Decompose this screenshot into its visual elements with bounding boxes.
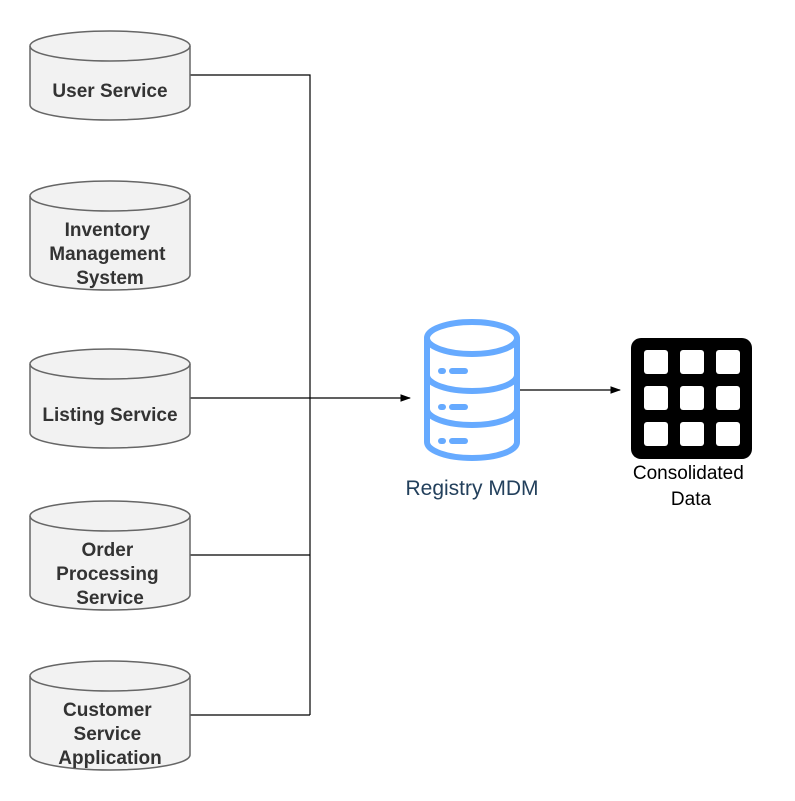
data-grid-icon [631,338,752,459]
cylinder-body [29,348,191,449]
source-database-listing-service[interactable]: Listing Service [29,348,191,449]
cylinder-rim [29,515,191,532]
cylinder-rim [29,45,191,62]
cylinder-body [29,180,191,291]
source-database-user-service[interactable]: User Service [29,30,191,121]
source-label: Listing Service [42,405,177,426]
consolidated-data-label: Consolidated Data [633,463,749,510]
cylinder-rim [29,195,191,212]
cylinder-body [29,660,191,771]
cylinder-body [29,30,191,121]
registry-mdm-label: Registry MDM [405,477,538,500]
source-label: Inventory Management System [49,220,170,289]
connector-user-service [190,74,311,715]
consolidated-data-node[interactable]: Consolidated Data [631,338,752,510]
source-label: User Service [52,81,167,102]
registry-mdm-node[interactable]: Registry MDM [405,319,539,500]
source-label: Customer Service Application [58,700,161,769]
connectors [190,74,622,716]
cylinder-body [29,500,191,611]
database-server-icon [424,319,520,461]
cylinder-rim [29,363,191,380]
source-database-order-processing[interactable]: Order Processing Service [29,500,191,611]
source-label: Order Processing Service [56,540,164,609]
source-database-inventory-management[interactable]: Inventory Management System [29,180,191,291]
source-database-customer-service[interactable]: Customer Service Application [29,660,191,771]
cylinder-rim [29,675,191,692]
